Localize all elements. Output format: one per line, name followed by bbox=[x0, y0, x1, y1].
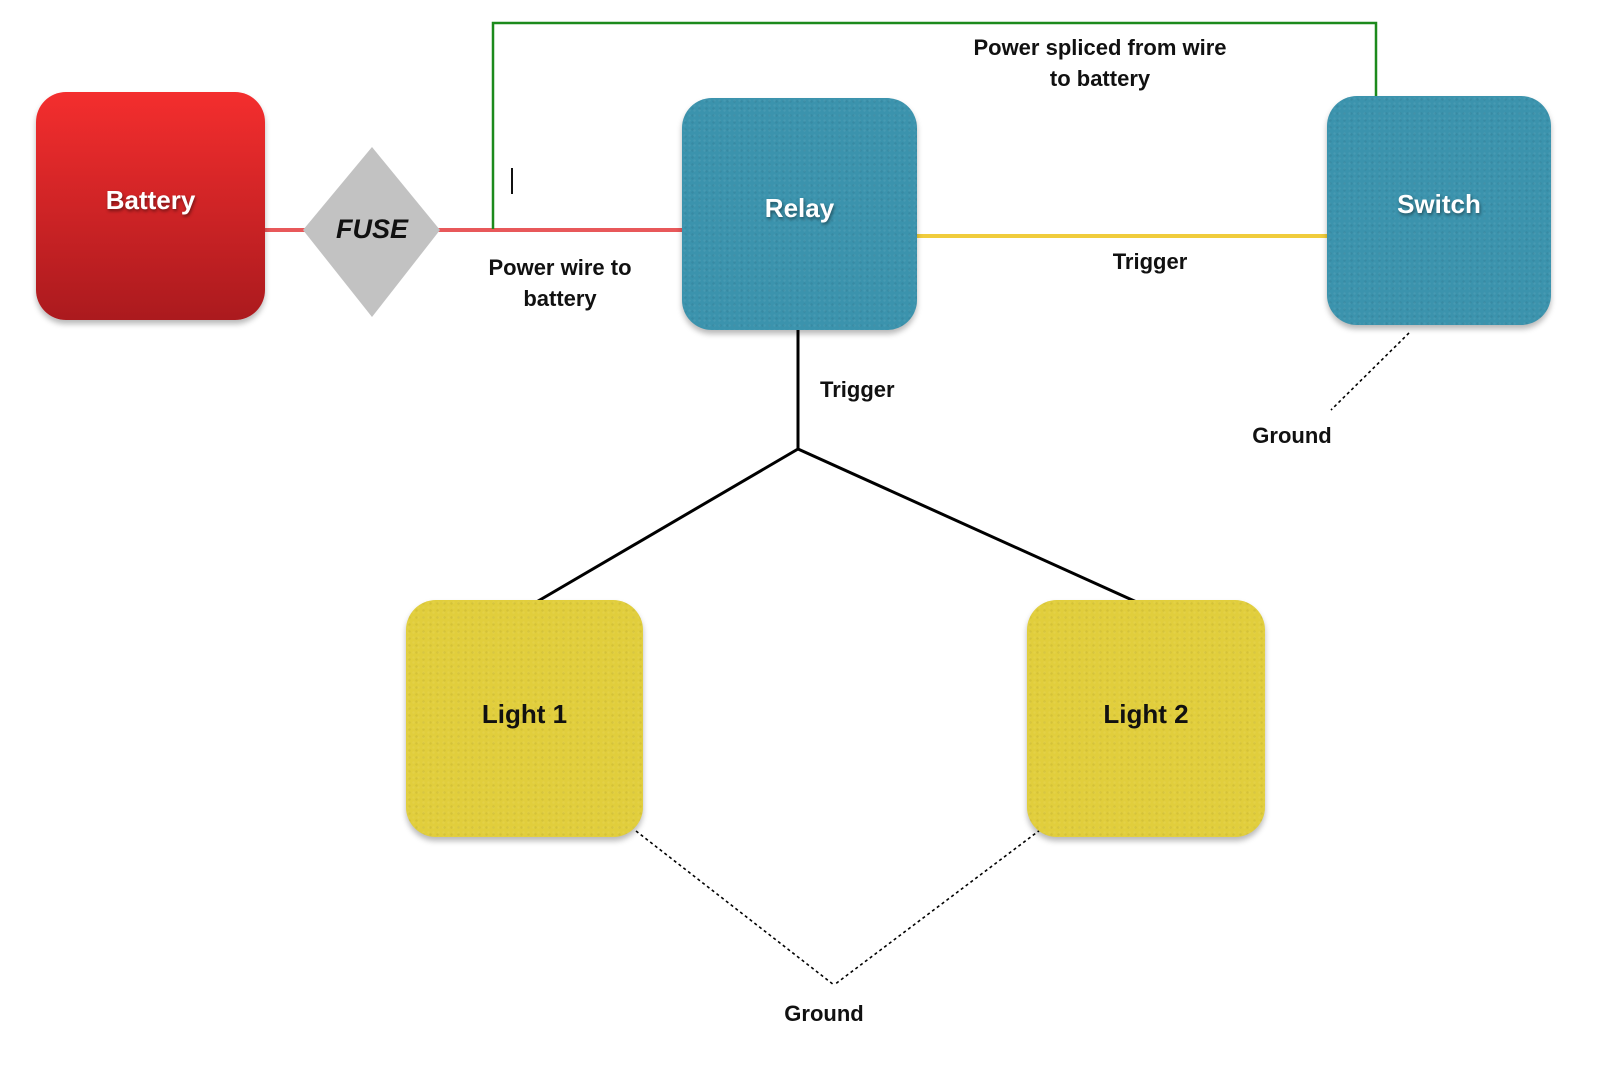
relay-label: Relay bbox=[764, 192, 835, 223]
trigger-switch-label: Trigger bbox=[1112, 249, 1188, 274]
fuse-label: FUSE bbox=[335, 214, 408, 244]
power-wire-label-line2: battery bbox=[523, 286, 597, 311]
ground-wire-light1 bbox=[635, 830, 835, 986]
trigger-wire-junction-light1 bbox=[532, 447, 799, 606]
light-2-node[interactable]: Light 2 bbox=[1027, 600, 1265, 837]
power-splice-label-line2: to battery bbox=[1049, 66, 1151, 91]
light-1-label: Light 1 bbox=[481, 699, 568, 729]
ground-switch-label: Ground bbox=[1252, 423, 1332, 448]
switch-node[interactable]: Switch bbox=[1327, 96, 1551, 325]
ground-wire-light2 bbox=[833, 829, 1041, 986]
battery-label: Battery bbox=[105, 184, 196, 215]
light-2-label: Light 2 bbox=[1103, 699, 1189, 729]
power-splice-label: Power spliced from wire to battery bbox=[940, 32, 1260, 94]
trigger-lights-label: Trigger bbox=[820, 377, 895, 402]
power-wire-label-line1: Power wire to bbox=[488, 255, 632, 280]
battery-node[interactable]: Battery bbox=[36, 92, 265, 320]
ground-lights-label: Ground bbox=[784, 1001, 864, 1026]
splice-wire bbox=[491, 21, 1378, 229]
relay-node[interactable]: Relay bbox=[682, 98, 917, 330]
fuse-diamond bbox=[303, 147, 440, 317]
trigger-wire-junction-light2 bbox=[797, 447, 1142, 606]
power-splice-label-line1: Power spliced from wire bbox=[973, 35, 1227, 60]
text-cursor bbox=[511, 168, 513, 194]
ground-wire-switch bbox=[1330, 332, 1410, 411]
switch-label: Switch bbox=[1397, 189, 1481, 219]
light-1-node[interactable]: Light 1 bbox=[406, 600, 643, 837]
power-wire-label: Power wire to battery bbox=[465, 252, 655, 314]
